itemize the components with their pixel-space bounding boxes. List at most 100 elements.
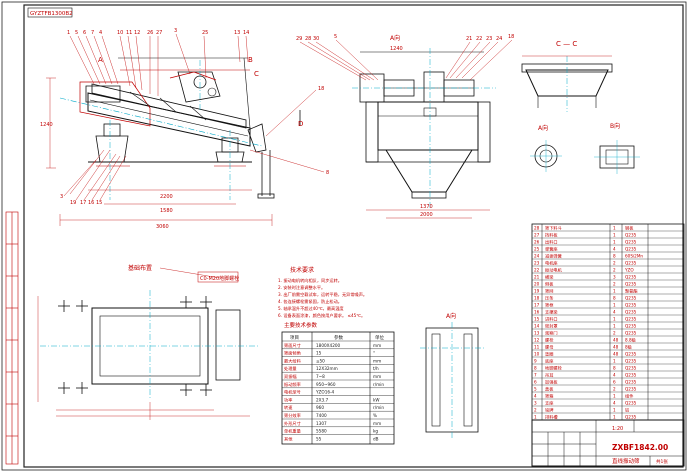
svg-text:23: 23 <box>486 36 492 42</box>
svg-text:1. 振动电机转向相反，同步运转。: 1. 振动电机转向相反，同步运转。 <box>278 277 342 284</box>
svg-text:参数: 参数 <box>334 334 343 341</box>
parts-list-cell: 4 <box>534 393 537 398</box>
parts-list-cell: 底座 <box>545 357 553 364</box>
parts-list-cell: 11 <box>534 344 540 349</box>
parts-list-cell: 1 <box>613 225 616 230</box>
svg-text:8: 8 <box>326 170 329 176</box>
parts-list-cell: Q235 <box>625 316 637 321</box>
spec-table-cell: 功率 <box>284 396 292 403</box>
title-block-sheet: 共1张 <box>656 458 668 465</box>
parts-list-cell: Q235 <box>625 330 637 335</box>
parts-list-cell: 15 <box>534 316 540 321</box>
parts-list-cell: 28 <box>534 225 540 230</box>
svg-text:基础布置: 基础布置 <box>128 264 152 272</box>
spec-table-cell: mm <box>373 343 381 348</box>
parts-list-cell: 1 <box>534 414 537 419</box>
parts-list-cell: 吊耳 <box>545 372 553 378</box>
parts-list-cell: 8级 <box>625 343 633 350</box>
detail-b-view: B向 <box>594 122 640 174</box>
svg-text:1240: 1240 <box>390 46 403 52</box>
svg-text:A向: A向 <box>538 124 548 132</box>
svg-text:11: 11 <box>126 30 132 36</box>
svg-text:项目: 项目 <box>290 335 299 341</box>
parts-list-cell: 23 <box>534 260 540 265</box>
parts-list-cell: 4 <box>613 372 616 377</box>
svg-text:14: 14 <box>243 30 249 36</box>
parts-list-cell: 10 <box>534 351 540 356</box>
svg-text:1580: 1580 <box>160 208 173 214</box>
parts-list-cell: 60Si2Mn <box>625 253 643 258</box>
parts-list-cell: Q235 <box>625 400 637 405</box>
parts-list-cell: 8.8级 <box>625 336 637 343</box>
parts-list-cell: 聚氨酯 <box>625 287 638 294</box>
spec-table-cell: 其他 <box>284 435 293 442</box>
parts-list-cell: Q235 <box>625 309 637 314</box>
parts-list-cell: Q235 <box>625 414 637 419</box>
svg-text:5: 5 <box>334 34 337 40</box>
parts-list-cell: Q235 <box>625 239 637 244</box>
parts-list-cell: 48 <box>613 337 619 342</box>
parts-list-cell: 支撑梁 <box>545 308 558 315</box>
title-block-drawing-no: ZXBF1842.00 <box>612 443 668 452</box>
spec-table-cell: mm <box>373 374 381 379</box>
inner-frame <box>23 4 684 468</box>
parts-list-cell: Q235 <box>625 274 637 279</box>
parts-list-cell: Q235 <box>625 232 637 237</box>
spec-table-cell: 筛面倾角 <box>284 350 301 357</box>
svg-text:4: 4 <box>99 30 102 36</box>
svg-text:单位: 单位 <box>375 334 384 341</box>
parts-list-cell: 19 <box>534 288 540 293</box>
svg-text:30: 30 <box>313 36 319 42</box>
spec-table-cell: 12X32mm <box>316 366 338 371</box>
parts-list-cell: 4 <box>613 400 616 405</box>
section-letter-b: B <box>248 56 253 64</box>
parts-list-cell: 9 <box>534 358 537 363</box>
svg-text:1: 1 <box>67 30 70 36</box>
spec-table-cell: 55 <box>316 436 322 441</box>
svg-text:技术要求: 技术要求 <box>290 266 314 274</box>
parts-list-cell: 2 <box>613 267 616 272</box>
parts-list-cell: 1 <box>613 316 616 321</box>
spec-table-cell: 单机重量 <box>284 428 301 435</box>
svg-text:28: 28 <box>305 36 311 42</box>
svg-text:7: 7 <box>91 30 94 36</box>
parts-list-cell: 1 <box>613 232 616 237</box>
svg-text:5: 5 <box>75 30 78 36</box>
parts-list-cell: 铝 <box>625 406 629 413</box>
svg-text:6: 6 <box>83 30 86 36</box>
svg-text:5. 轴承温升不超过40℃，最高温度: 5. 轴承温升不超过40℃，最高温度 <box>278 305 344 312</box>
parts-list-cell: 1 <box>613 407 616 412</box>
spec-table-cell: 电机型号 <box>284 389 301 396</box>
parts-list-cell: 3 <box>534 400 537 405</box>
parts-list-cell: Q235 <box>625 351 637 356</box>
parts-list-cell: 8 <box>613 253 616 258</box>
drawing-number-tag: GYZTFB1300B2 <box>30 11 73 17</box>
title-block-scale: 1:20 <box>612 426 623 432</box>
parts-list-cell: 出料口 <box>545 238 558 245</box>
spec-table-cell: 双振幅 <box>284 373 297 380</box>
parts-list-cell: 2 <box>613 330 616 335</box>
svg-text:27: 27 <box>156 30 162 36</box>
spec-table-cell: 外形尺寸 <box>284 420 301 427</box>
spec-table-cell: ° <box>373 351 375 356</box>
svg-text:C0-M20地脚螺栓: C0-M20地脚螺栓 <box>200 275 239 282</box>
svg-text:B向: B向 <box>610 122 620 130</box>
parts-list-cell: 横梁 <box>545 273 554 280</box>
parts-list-cell: 26 <box>534 239 540 244</box>
parts-list-cell: 加强板 <box>545 378 558 385</box>
parts-list-cell: 观察门 <box>545 329 558 336</box>
parts-list-cell: 2 <box>534 407 537 412</box>
spec-table-cell: 转速 <box>284 404 293 411</box>
svg-text:15: 15 <box>96 200 102 206</box>
svg-text:16: 16 <box>88 200 94 206</box>
svg-text:A向: A向 <box>390 34 400 42</box>
parts-list-cell: Q235 <box>625 302 637 307</box>
parts-list-cell: 进料口 <box>545 315 558 322</box>
parts-list-cell: Q235 <box>625 379 637 384</box>
spec-table-cell: 筛分效率 <box>284 412 301 419</box>
parts-list-cell: 1 <box>613 393 616 398</box>
svg-text:3. 出厂前需空载试车，运转平稳，无异常噪声。: 3. 出厂前需空载试车，运转平稳，无异常噪声。 <box>278 291 367 298</box>
parts-list-cell: 电机座 <box>545 259 558 266</box>
svg-text:主要技术参数: 主要技术参数 <box>284 321 318 329</box>
